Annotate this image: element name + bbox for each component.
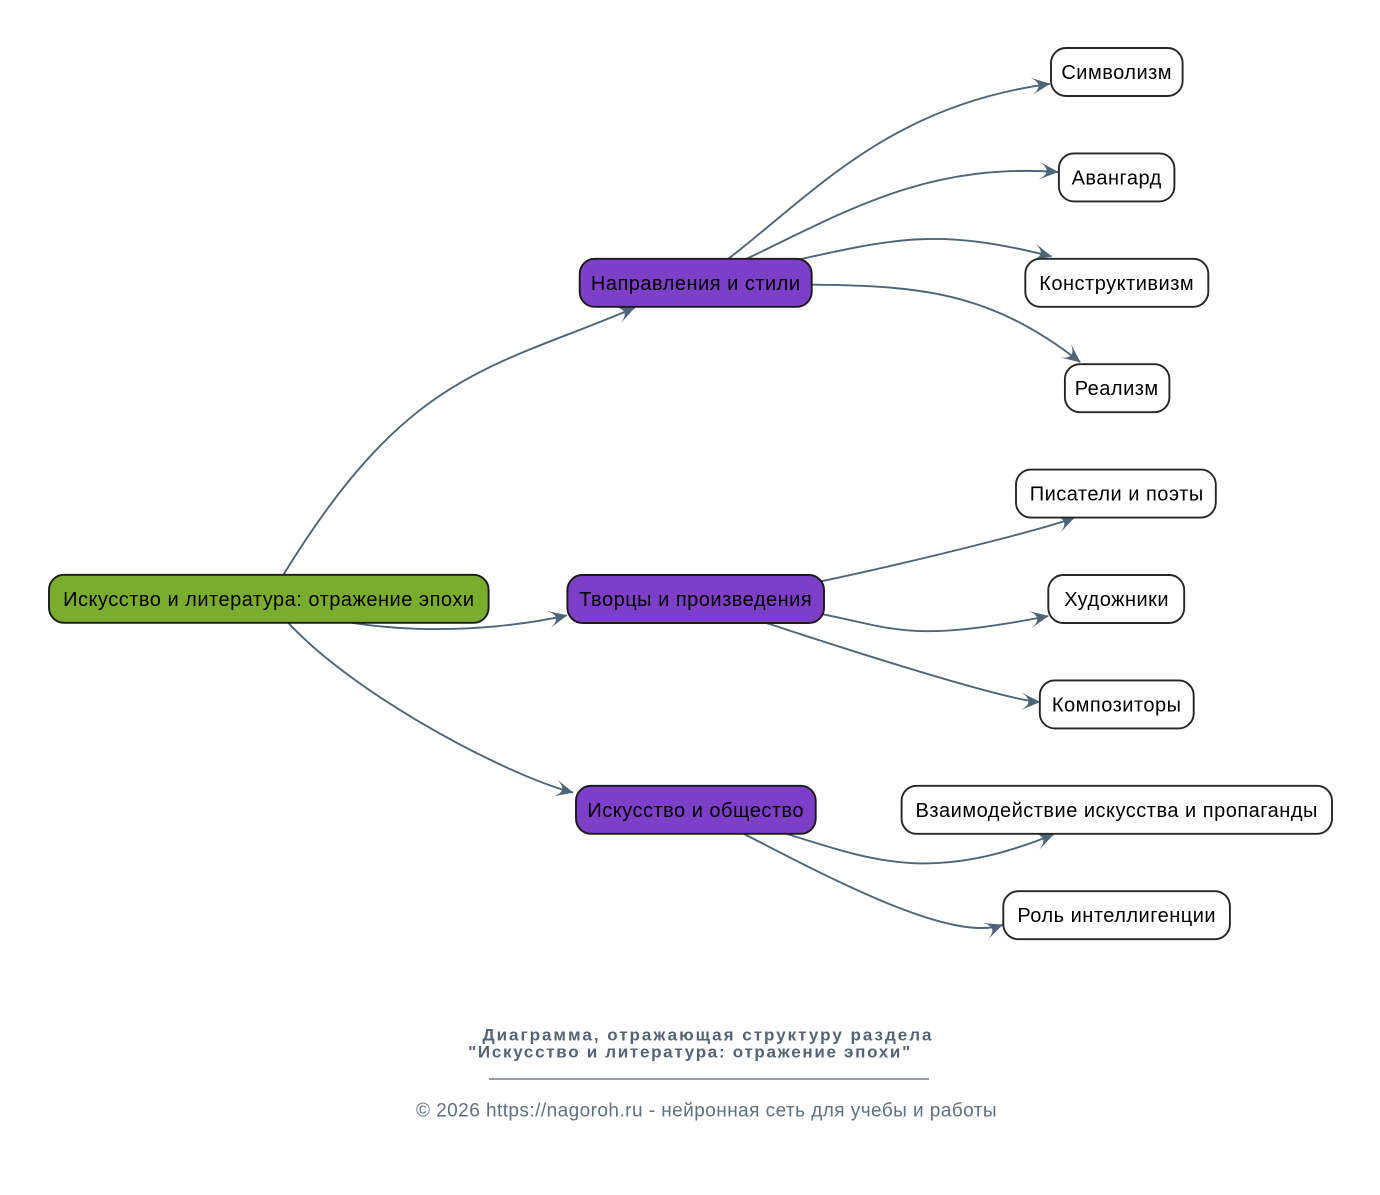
- svg-text:Искусство и литература: отраже: Искусство и литература: отражение эпохи: [63, 589, 474, 611]
- svg-text:"Искусство и литература: отраж: "Искусство и литература: отражение эпохи…: [468, 1043, 912, 1062]
- svg-text:Композиторы: Композиторы: [1052, 694, 1182, 716]
- svg-text:Взаимодействие искусства и про: Взаимодействие искусства и пропаганды: [916, 800, 1318, 822]
- svg-text:Символизм: Символизм: [1061, 62, 1172, 84]
- svg-text:Искусство и общество: Искусство и общество: [587, 800, 804, 822]
- svg-text:Художники: Художники: [1064, 589, 1169, 611]
- svg-text:Конструктивизм: Конструктивизм: [1039, 273, 1194, 295]
- svg-text:Диаграмма, отражающая структур: Диаграмма, отражающая структуру раздела: [483, 1026, 934, 1045]
- svg-text:Творцы и произведения: Творцы и произведения: [579, 589, 812, 611]
- svg-text:Авангард: Авангард: [1072, 167, 1162, 189]
- svg-text:Роль интеллигенции: Роль интеллигенции: [1017, 905, 1216, 927]
- svg-text:© 2026 https://nagoroh.ru - не: © 2026 https://nagoroh.ru - нейронная се…: [416, 1101, 997, 1122]
- svg-text:Писатели и поэты: Писатели и поэты: [1030, 484, 1204, 506]
- svg-text:Реализм: Реализм: [1075, 378, 1159, 400]
- svg-text:Направления и стили: Направления и стили: [591, 273, 801, 295]
